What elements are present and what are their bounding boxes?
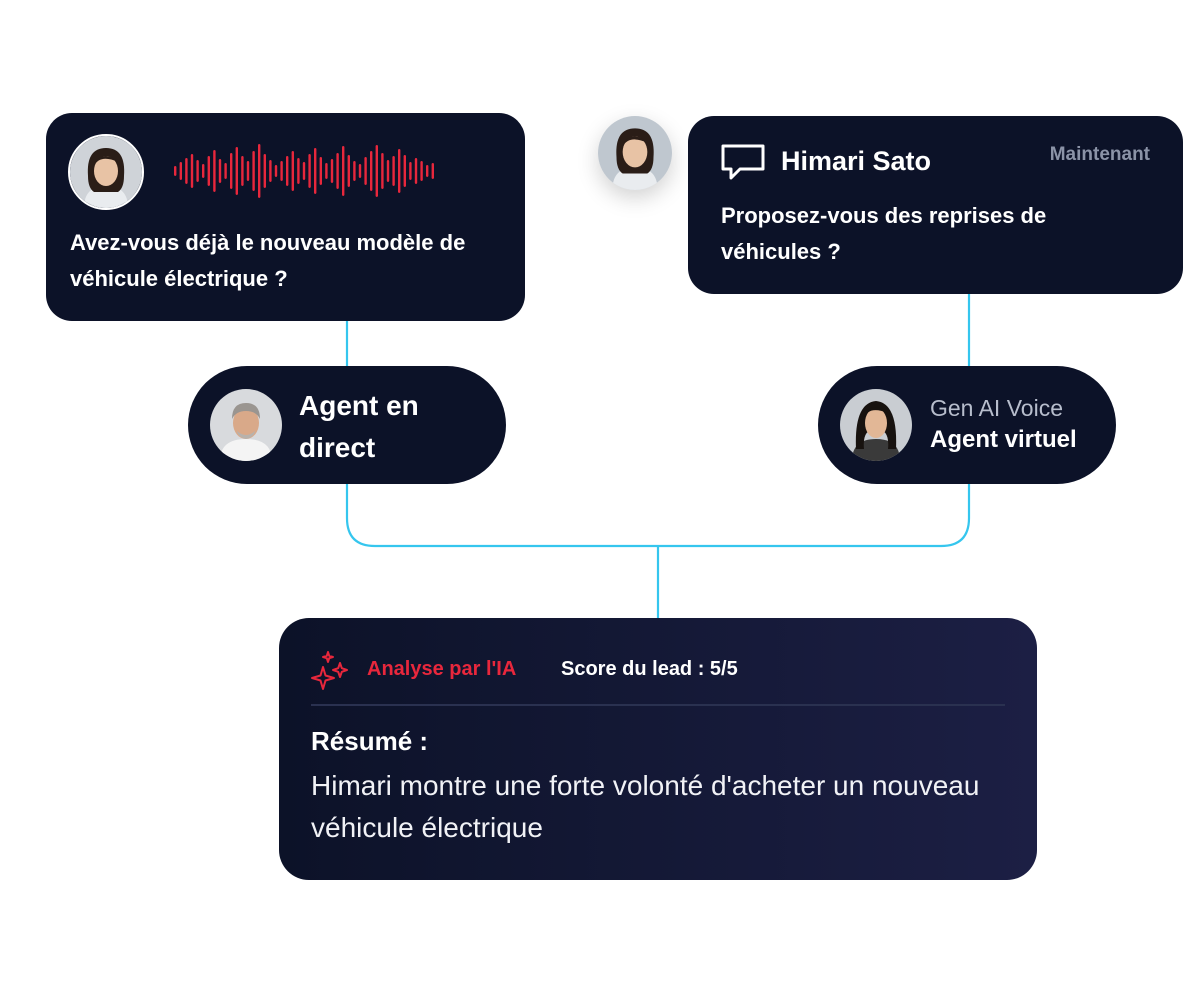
waveform-bar	[353, 161, 356, 181]
waveform-bar	[330, 159, 334, 183]
waveform-bar	[258, 144, 261, 198]
waveform-bar	[302, 162, 306, 180]
summary-title: Résumé :	[311, 726, 429, 756]
voice-question-card: Avez-vous déjà le nouveau modèle de véhi…	[46, 113, 525, 321]
waveform-bar	[375, 145, 378, 197]
waveform-bar	[325, 163, 328, 179]
waveform-bar	[314, 148, 317, 194]
chat-timestamp: Maintenant	[1049, 144, 1150, 165]
waveform-bar	[291, 151, 294, 191]
customer-avatar	[68, 134, 144, 210]
waveform-bar	[179, 162, 182, 180]
waveform-bar	[230, 153, 233, 189]
waveform-bar	[403, 155, 406, 187]
chat-bubble-icon	[721, 144, 765, 180]
waveform-bar	[370, 151, 373, 191]
waveform-bar	[207, 156, 210, 186]
waveform-bar	[409, 162, 412, 180]
waveform-bar	[297, 158, 300, 184]
waveform-bar	[263, 154, 266, 188]
audio-waveform-icon	[174, 144, 434, 198]
waveform-bar	[174, 166, 177, 176]
waveform-bar	[213, 150, 216, 192]
waveform-bar	[190, 154, 194, 188]
waveform-bar	[426, 165, 429, 177]
waveform-bar	[235, 147, 238, 195]
chat-customer-avatar	[598, 116, 672, 190]
waveform-bar	[308, 154, 311, 188]
waveform-bar	[218, 159, 222, 183]
waveform-bar	[252, 151, 255, 191]
waveform-bar	[185, 158, 188, 184]
virtual-agent-label: Agent virtuel	[930, 426, 1077, 453]
waveform-bar	[347, 155, 350, 187]
waveform-bar	[224, 163, 227, 179]
waveform-bar	[274, 165, 278, 177]
chat-sender-name: Himari Sato	[781, 146, 932, 176]
waveform-bar	[364, 157, 367, 185]
virtual-agent-subtitle: Gen AI Voice	[930, 395, 1063, 421]
waveform-bar	[392, 156, 395, 186]
chat-message-card: Himari Sato Maintenant Proposez-vous des…	[688, 116, 1183, 294]
summary-text: Himari montre une forte volonté d'achete…	[311, 770, 980, 843]
waveform-bar	[269, 160, 272, 182]
waveform-bar	[398, 149, 401, 193]
waveform-bar	[342, 146, 345, 196]
waveform-bar	[241, 156, 244, 186]
waveform-bar	[202, 164, 205, 178]
waveform-bar	[319, 157, 322, 185]
virtual-agent-node: Gen AI Voice Agent virtuel	[818, 366, 1116, 484]
waveform-bar	[336, 153, 339, 189]
waveform-bar	[381, 153, 384, 189]
voice-question-text: Avez-vous déjà le nouveau modèle de véhi…	[70, 230, 466, 291]
waveform-bar	[431, 163, 434, 179]
live-agent-node: Agent en direct	[188, 366, 506, 484]
live-agent-avatar	[210, 389, 282, 461]
waveform-bar	[196, 160, 199, 182]
divider	[311, 704, 1005, 706]
lead-score: Score du lead : 5/5	[561, 658, 738, 680]
waveform-bar	[358, 164, 362, 178]
chat-message-text: Proposez-vous des reprises de véhicules …	[721, 203, 1047, 264]
waveform-bar	[386, 160, 390, 182]
waveform-bar	[246, 161, 250, 181]
waveform-bar	[280, 161, 283, 181]
waveform-bar	[420, 161, 423, 181]
ai-analysis-label: Analyse par l'IA	[367, 658, 517, 680]
virtual-agent-avatar	[840, 389, 912, 461]
ai-analysis-card: Analyse par l'IA Score du lead : 5/5 Rés…	[279, 618, 1037, 880]
live-agent-label: Agent en direct	[299, 390, 419, 463]
sparkle-icon	[311, 651, 348, 690]
waveform-bar	[414, 158, 418, 184]
waveform-bar	[286, 156, 289, 186]
